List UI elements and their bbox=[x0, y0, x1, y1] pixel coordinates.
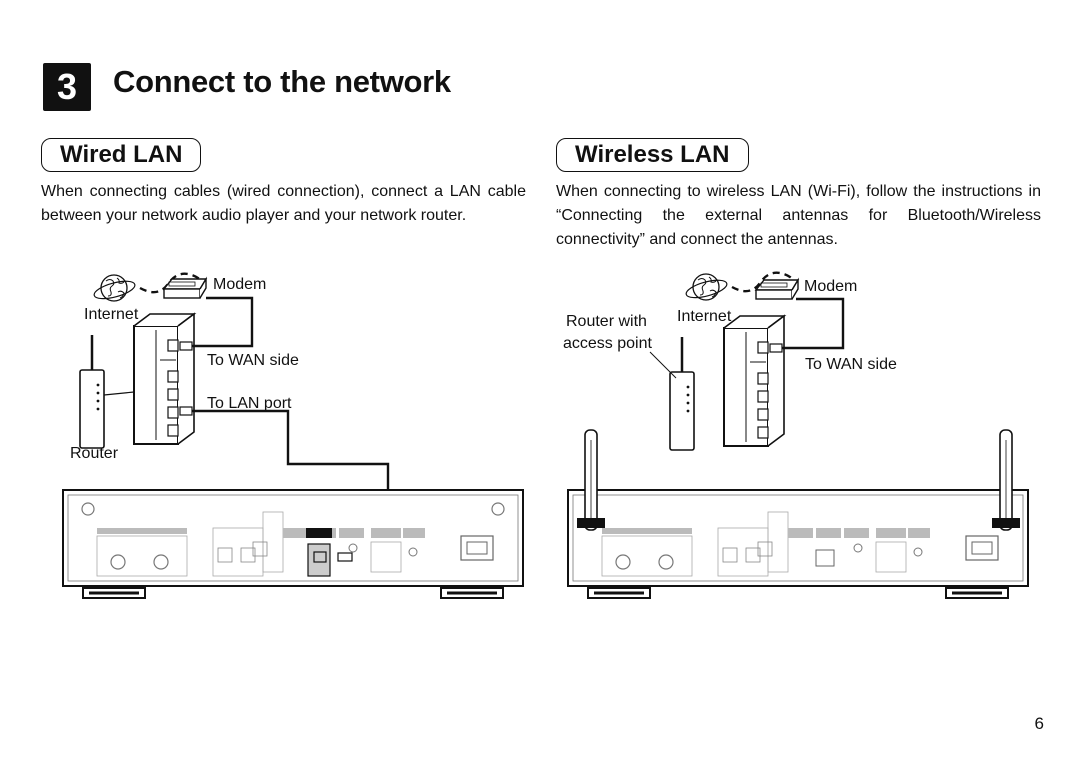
wireless-wan-label: To WAN side bbox=[805, 356, 897, 373]
globe-icon bbox=[91, 274, 138, 303]
access-point-icon bbox=[78, 333, 106, 450]
wan-cable-wireless bbox=[780, 297, 845, 350]
wan-cable bbox=[190, 296, 254, 348]
player-rear-panel bbox=[61, 488, 525, 600]
network-port bbox=[307, 543, 331, 577]
wireless-lan-heading: Wireless LAN bbox=[556, 138, 749, 172]
antenna-icon bbox=[577, 429, 605, 531]
wired-lan-description: When connecting cables (wired connection… bbox=[41, 183, 526, 224]
antenna-icon-right bbox=[992, 429, 1020, 531]
access-point-label: access point bbox=[563, 335, 652, 352]
page-title: Connect to the network bbox=[113, 64, 451, 99]
globe-icon-wireless bbox=[683, 273, 730, 302]
wired-router-label: Router bbox=[70, 445, 119, 462]
wired-lan-port-label: To LAN port bbox=[207, 395, 292, 412]
step-number-badge: 3 bbox=[43, 63, 91, 111]
router-icon bbox=[133, 313, 195, 445]
wireless-internet-label: Internet bbox=[677, 308, 732, 325]
lan-cable-icon bbox=[179, 341, 193, 351]
page-number: 6 bbox=[1034, 714, 1044, 733]
wireless-modem-label: Modem bbox=[804, 278, 857, 295]
wired-lan-heading: Wired LAN bbox=[41, 138, 202, 172]
wireless-access-point-icon bbox=[668, 335, 696, 452]
wired-internet-label: Internet bbox=[84, 306, 139, 323]
wireless-lan-description: When connecting to wireless LAN (Wi-Fi),… bbox=[556, 183, 1041, 248]
modem-icon-wireless bbox=[755, 279, 799, 300]
router-with-label: Router with bbox=[566, 313, 647, 330]
player-rear-panel-wireless bbox=[566, 488, 1030, 600]
wired-wan-label: To WAN side bbox=[207, 352, 299, 369]
wired-modem-label: Modem bbox=[213, 276, 266, 293]
modem-icon bbox=[163, 278, 207, 299]
router-icon-wireless bbox=[723, 315, 785, 447]
